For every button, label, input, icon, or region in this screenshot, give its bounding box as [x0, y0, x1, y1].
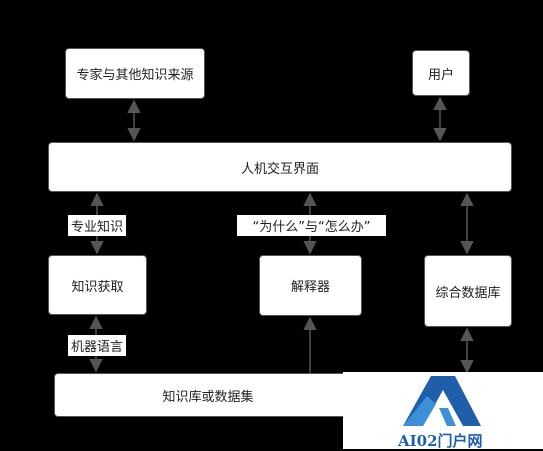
explainer-node: 解释器	[259, 255, 362, 316]
user-node: 用户	[412, 50, 470, 96]
watermark: AI02门户网	[343, 372, 543, 450]
machine-language-label: 机器语言	[68, 335, 127, 356]
domain-knowledge-label: 专业知识	[68, 215, 127, 236]
integrated-database-node: 综合数据库	[424, 255, 512, 327]
expert-sources-node: 专家与其他知识来源	[65, 48, 205, 99]
hci-node: 人机交互界面	[48, 142, 512, 192]
knowledge-base-node: 知识库或数据集	[54, 373, 362, 417]
why-how-label: “为什么”与“怎么办”	[237, 215, 386, 236]
knowledge-acquisition-node: 知识获取	[48, 255, 147, 315]
ai02-logo-icon	[403, 376, 481, 426]
watermark-text: AI02门户网	[398, 432, 483, 450]
